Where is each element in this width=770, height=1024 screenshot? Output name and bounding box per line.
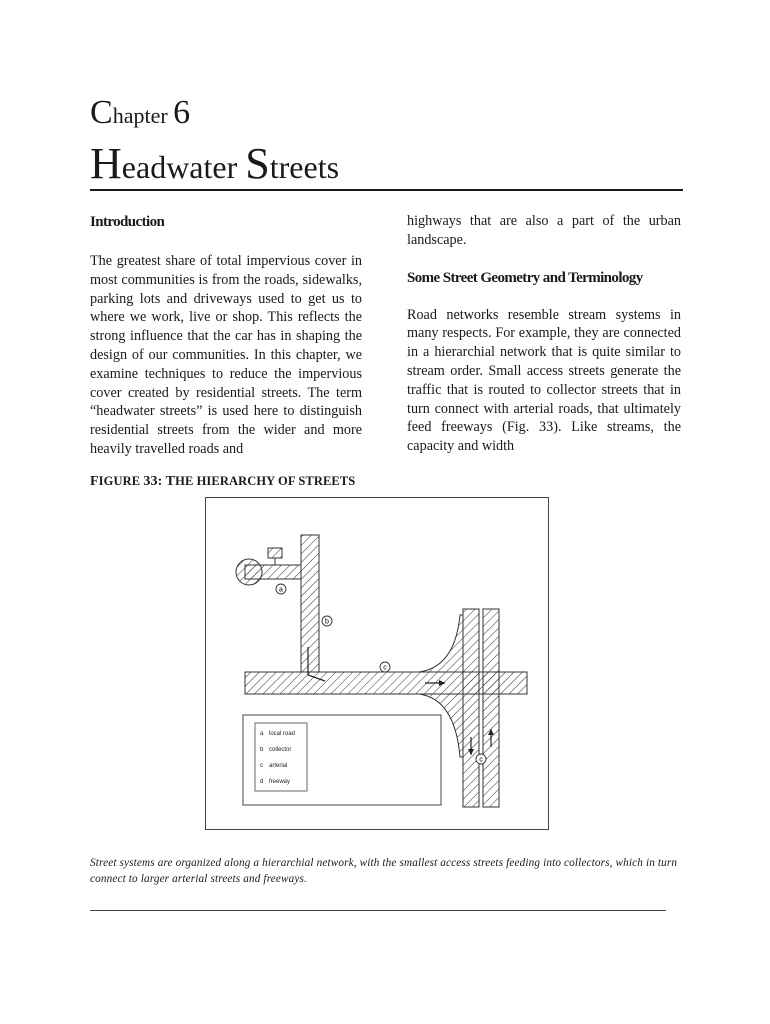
marker-b: b xyxy=(321,615,333,627)
collector-road xyxy=(300,534,320,673)
marker-c-freeway: c xyxy=(475,753,487,765)
introduction-heading: Introduction xyxy=(90,214,165,230)
freeway-southbound xyxy=(482,608,500,808)
svg-text:b: b xyxy=(325,619,329,626)
legend-key-a: a xyxy=(260,731,264,737)
geometry-paragraph: Road networks resemble stream systems in… xyxy=(407,306,681,455)
figure-label: FIGURE 33: THE HIERARCHY OF STREETS xyxy=(90,474,356,489)
street-hierarchy-diagram: a b c c a local road b collector c arter… xyxy=(205,497,549,830)
chapter-initial: C xyxy=(90,94,113,131)
title-rule xyxy=(90,189,683,191)
footer-rule xyxy=(90,910,666,911)
svg-text:c: c xyxy=(383,665,387,672)
legend-box xyxy=(254,722,308,792)
title-word-2: treets xyxy=(269,149,340,185)
figure-caption: Street systems are organized along a hie… xyxy=(90,857,678,885)
chapter-label: Chapter 6 xyxy=(90,96,190,133)
on-ramp xyxy=(418,614,464,673)
marker-a: a xyxy=(275,583,287,595)
off-ramp xyxy=(418,693,464,758)
legend-text-b: collector xyxy=(269,747,291,753)
chapter-number: 6 xyxy=(173,94,191,131)
svg-text:a: a xyxy=(279,587,283,594)
left-column: Introduction The greatest share of total… xyxy=(90,212,362,459)
introduction-paragraph: The greatest share of total impervious c… xyxy=(90,253,362,457)
legend-key-c: c xyxy=(260,763,263,769)
right-column: highways that are also a part of the urb… xyxy=(407,212,681,456)
chapter-word: hapter xyxy=(112,103,174,128)
cul-de-sac xyxy=(235,558,263,586)
legend-text-c: arterial xyxy=(269,763,287,769)
chapter-title: Headwater Streets xyxy=(90,140,339,191)
title-initial-1: H xyxy=(90,139,122,188)
continuation-paragraph: highways that are also a part of the urb… xyxy=(407,213,681,248)
legend-key-b: b xyxy=(260,747,264,753)
legend-key-d: d xyxy=(260,779,263,785)
legend-text-a: local road xyxy=(269,731,295,737)
freeway-northbound xyxy=(462,608,480,808)
house-icon xyxy=(267,547,283,559)
title-word-1: eadwater xyxy=(121,149,246,185)
title-initial-2: S xyxy=(245,139,270,188)
marker-c-arterial: c xyxy=(379,661,391,673)
legend-text-d: freeway xyxy=(269,779,290,785)
svg-text:c: c xyxy=(479,757,483,764)
geometry-heading: Some Street Geometry and Terminology xyxy=(407,269,643,286)
